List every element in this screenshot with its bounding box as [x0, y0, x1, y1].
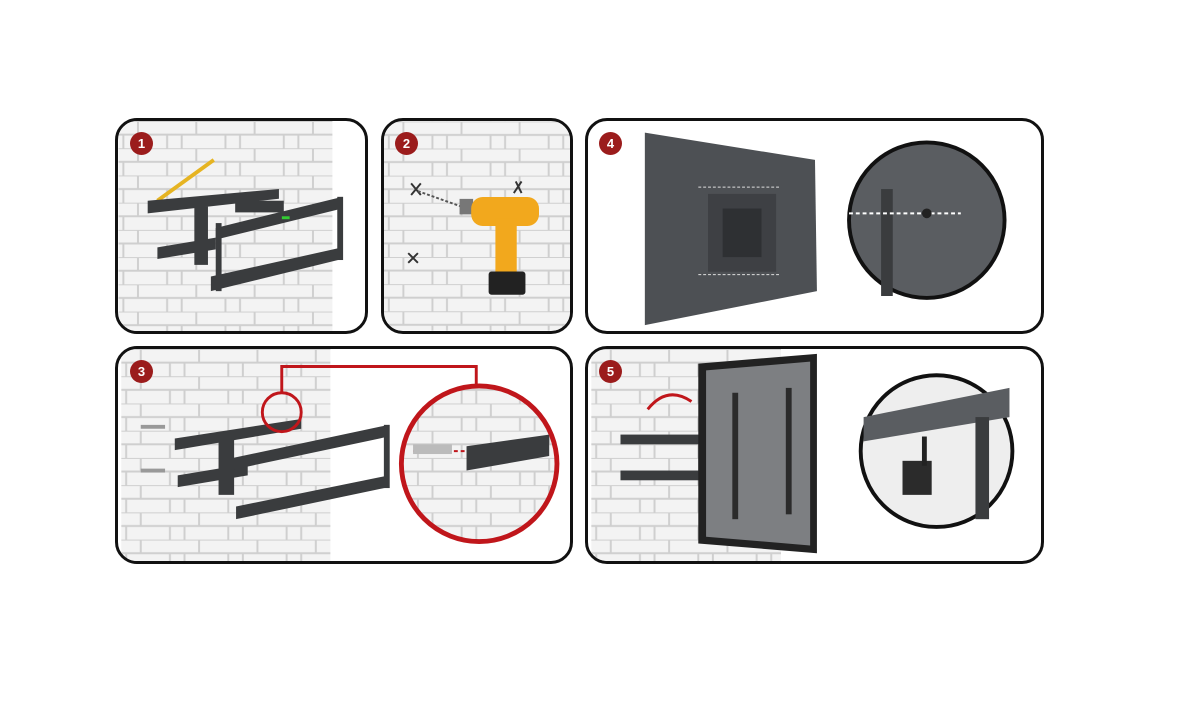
step-4-panel: 4	[585, 118, 1044, 334]
drill-icon	[459, 196, 539, 295]
pencil-icon	[156, 158, 215, 203]
drilling-illustration	[384, 121, 570, 331]
swivel-arrow-icon	[646, 393, 693, 411]
step-2-panel: 2	[381, 118, 573, 334]
callout-line	[280, 365, 478, 393]
step-5-panel: 5	[585, 346, 1044, 564]
mount-marking-illustration	[118, 121, 344, 331]
step-badge: 4	[599, 132, 622, 155]
tv-hang-illustration	[591, 349, 1015, 561]
tv-back	[644, 132, 817, 326]
step-badge: 5	[599, 360, 622, 383]
step-badge: 1	[130, 132, 153, 155]
zoom-detail-circle	[847, 140, 1007, 300]
tv-screen	[698, 353, 817, 554]
anchor-bolt-illustration	[121, 349, 560, 561]
step-3-panel: 3	[115, 346, 573, 564]
zoom-detail-circle	[858, 373, 1015, 529]
tv-back-attach-illustration	[644, 132, 1007, 326]
drill-mark-icons	[407, 180, 523, 264]
step-badge: 3	[130, 360, 153, 383]
zoom-detail-circle	[398, 383, 560, 544]
step-1-panel: 1	[115, 118, 368, 334]
step-badge: 2	[395, 132, 418, 155]
highlight-circle	[260, 391, 303, 434]
